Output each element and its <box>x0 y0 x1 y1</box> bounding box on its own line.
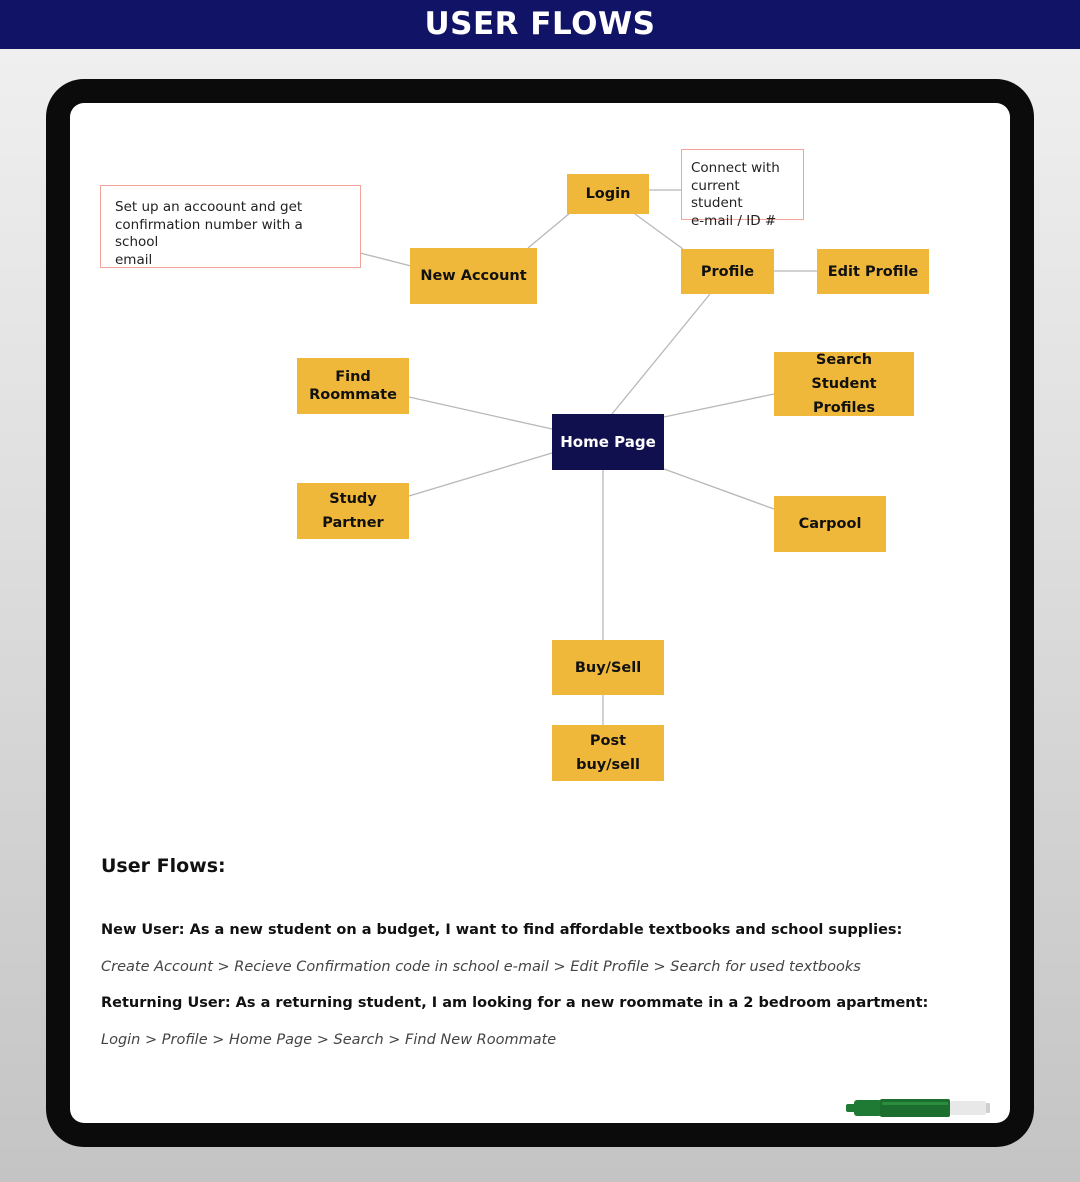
account-note: Set up an accoount and get confirmation … <box>100 185 361 268</box>
connector-login-profile <box>634 213 684 250</box>
connector-search-home <box>663 393 775 418</box>
connector-studypartner-home <box>408 452 553 497</box>
node-profile[interactable]: Profile <box>681 249 774 294</box>
node-home-page[interactable]: Home Page <box>552 414 664 470</box>
user-flows-heading: User Flows: <box>101 855 226 877</box>
page-title: USER FLOWS <box>424 6 656 42</box>
new-user-path: Create Account > Recieve Confirmation co… <box>101 959 861 975</box>
node-edit-profile[interactable]: Edit Profile <box>817 249 929 294</box>
expo-marker-icon <box>846 1099 990 1117</box>
node-new-account[interactable]: New Account <box>410 248 537 304</box>
connector-carpool-home <box>663 468 775 510</box>
page-header: USER FLOWS <box>0 0 1080 49</box>
node-post-buy-sell[interactable]: Post buy/sell <box>552 725 664 781</box>
returning-user-story: Returning User: As a returning student, … <box>101 995 929 1011</box>
node-search-student-profiles[interactable]: Search Student Profiles <box>774 352 914 416</box>
connector-login-newaccount <box>527 212 571 249</box>
node-carpool[interactable]: Carpool <box>774 496 886 552</box>
whiteboard: Set up an accoount and get confirmation … <box>70 103 1010 1123</box>
connector-profile-home <box>611 293 711 415</box>
login-note: Connect with current student e-mail / ID… <box>681 149 804 229</box>
returning-user-path: Login > Profile > Home Page > Search > F… <box>101 1032 557 1048</box>
node-find-roommate[interactable]: Find Roommate <box>297 358 409 414</box>
connector-findroommate-home <box>408 396 553 430</box>
new-user-story: New User: As a new student on a budget, … <box>101 922 903 938</box>
connector-newaccount-note <box>359 252 412 267</box>
node-study-partner[interactable]: Study Partner <box>297 483 409 539</box>
node-buy-sell[interactable]: Buy/Sell <box>552 640 664 695</box>
connector-lines <box>359 189 817 725</box>
node-login[interactable]: Login <box>567 174 649 214</box>
